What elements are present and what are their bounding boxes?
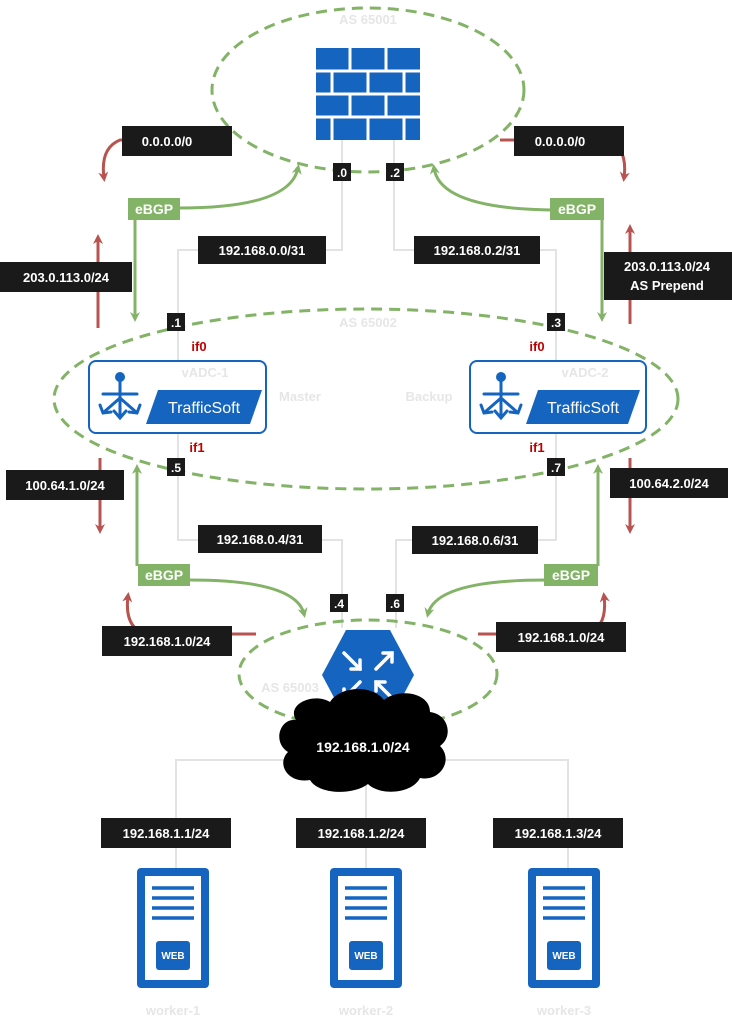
firewall-icon — [316, 48, 420, 140]
route-label-text: 203.0.113.0/24 — [23, 270, 110, 285]
address-tag-text: .0 — [337, 166, 347, 180]
address-tag-text: .2 — [390, 166, 400, 180]
link-label-vadc1-router: 192.168.0.4/31 — [198, 525, 322, 553]
worker-2-name: worker-2 — [338, 1003, 393, 1018]
route-label-text: 203.0.113.0/24 — [624, 259, 711, 274]
address-tag-text: .1 — [171, 316, 181, 330]
interface-label: if0 — [529, 339, 544, 354]
ebgp-arrow-vadc1-to-fw — [179, 164, 302, 210]
ebgp-badge-text: eBGP — [145, 567, 183, 583]
route-label-text: 192.168.1.0/24 — [518, 630, 606, 645]
as-ellipse-top — [210, 6, 526, 174]
worker-2-ip-label: 192.168.1.2/24 — [296, 818, 426, 848]
route-arrow-default-left — [98, 138, 232, 182]
address-tag: .4 — [330, 594, 348, 612]
trafficsoft-logo — [146, 390, 262, 424]
vadc-2-role: Backup — [406, 389, 453, 404]
worker-1-ip-label: 192.168.1.1/24 — [101, 818, 231, 848]
link-label-text: 192.168.0.2/31 — [434, 243, 521, 258]
vadc-2-brand: TrafficSoft — [547, 400, 620, 417]
route-label-public-left: 203.0.113.0/24 — [0, 262, 132, 292]
web-badge: WEB — [161, 951, 184, 962]
route-label-text: AS Prepend — [630, 278, 704, 293]
address-tag: .5 — [167, 458, 185, 476]
server-icon — [330, 868, 402, 988]
load-balancer-icon — [479, 372, 523, 421]
worker-2-server[interactable]: WEB worker-2 — [330, 868, 402, 1018]
ebgp-arrow-vadc2-to-router — [424, 578, 547, 618]
ebgp-arrow-vadc1-to-router — [189, 578, 308, 618]
ebgp-badge-text: eBGP — [552, 567, 590, 583]
ebgp-session-arrows — [130, 164, 607, 618]
route-label-text: 192.168.1.0/24 — [124, 634, 212, 649]
lan-cloud-label: 192.168.1.0/24 — [316, 739, 410, 755]
address-tag: .1 — [167, 313, 185, 331]
route-label-text: 0.0.0.0/0 — [142, 134, 193, 149]
load-balancer-icon — [98, 372, 142, 421]
interface-label: if0 — [191, 339, 206, 354]
address-tag: .2 — [386, 163, 404, 181]
web-badge: WEB — [552, 951, 575, 962]
vadc-2-appliance[interactable]: TrafficSoft vADC-2 — [469, 360, 647, 434]
link-label-text: 192.168.0.6/31 — [432, 533, 519, 548]
lan-cloud: 192.168.1.0/24 — [279, 688, 448, 792]
trafficsoft-logo — [526, 390, 640, 424]
address-tag-text: .3 — [551, 316, 561, 330]
server-icon — [528, 868, 600, 988]
route-label-cgnat-left: 100.64.1.0/24 — [6, 470, 124, 500]
worker-3-ip-label: 192.168.1.3/24 — [493, 818, 623, 848]
ebgp-badge: eBGP — [128, 198, 180, 220]
route-label-public-right: 203.0.113.0/24 AS Prepend — [604, 252, 732, 300]
interface-label: if1 — [529, 440, 544, 455]
link-label-text: 192.168.0.4/31 — [217, 532, 304, 547]
address-tag-text: .4 — [334, 597, 344, 611]
route-label-default-right: 0.0.0.0/0 — [514, 126, 624, 156]
address-tag-text: .7 — [551, 461, 561, 475]
route-label-text: 100.64.1.0/24 — [25, 478, 105, 493]
interface-label: if1 — [189, 440, 204, 455]
address-tag: .7 — [547, 458, 565, 476]
ebgp-badge: eBGP — [550, 198, 604, 220]
vadc-1-appliance[interactable]: TrafficSoft vADC-1 — [88, 360, 267, 434]
vadc-1-role: Master — [279, 389, 321, 404]
route-label-text: 0.0.0.0/0 — [535, 134, 586, 149]
ebgp-badge-text: eBGP — [135, 201, 173, 217]
link-label-text: 192.168.0.0/31 — [219, 243, 306, 258]
route-label-text: 100.64.2.0/24 — [629, 476, 709, 491]
ebgp-badge-text: eBGP — [558, 201, 596, 217]
as-label-bottom: AS 65003 — [261, 680, 319, 695]
link-label-vadc2-router: 192.168.0.6/31 — [412, 526, 538, 554]
web-badge: WEB — [354, 951, 377, 962]
route-label-default-left: 0.0.0.0/0 — [122, 126, 232, 156]
vadc-1-name: vADC-1 — [182, 365, 229, 380]
route-label-internal-right: 192.168.1.0/24 — [496, 622, 626, 652]
link-label-fw-vadc1: 192.168.0.0/31 — [198, 236, 326, 264]
worker-ip-text: 192.168.1.2/24 — [318, 826, 406, 841]
vadc-1-brand: TrafficSoft — [168, 400, 241, 417]
vadc-2-name: vADC-2 — [562, 365, 609, 380]
worker-1-server[interactable]: WEB worker-1 — [137, 868, 209, 1018]
ebgp-arrow-vadc2-to-fw — [429, 164, 561, 212]
worker-3-server[interactable]: WEB worker-3 — [528, 868, 600, 1018]
address-tag: .6 — [386, 594, 404, 612]
as-ellipse-middle — [52, 307, 680, 491]
link-label-fw-vadc2: 192.168.0.2/31 — [414, 236, 540, 264]
as-label-middle: AS 65002 — [339, 315, 397, 330]
ebgp-badge: eBGP — [138, 564, 190, 586]
route-label-internal-left: 192.168.1.0/24 — [102, 626, 232, 656]
address-tag-text: .6 — [390, 597, 400, 611]
route-label-cgnat-right: 100.64.2.0/24 — [610, 468, 728, 498]
worker-ip-text: 192.168.1.3/24 — [515, 826, 603, 841]
worker-ip-text: 192.168.1.1/24 — [123, 826, 211, 841]
address-tag: .0 — [333, 163, 351, 181]
worker-3-name: worker-3 — [536, 1003, 591, 1018]
as-label-top: AS 65001 — [339, 12, 397, 27]
server-icon — [137, 868, 209, 988]
address-tag-text: .5 — [171, 461, 181, 475]
ebgp-badge: eBGP — [544, 564, 598, 586]
address-tag: .3 — [547, 313, 565, 331]
worker-1-name: worker-1 — [145, 1003, 200, 1018]
